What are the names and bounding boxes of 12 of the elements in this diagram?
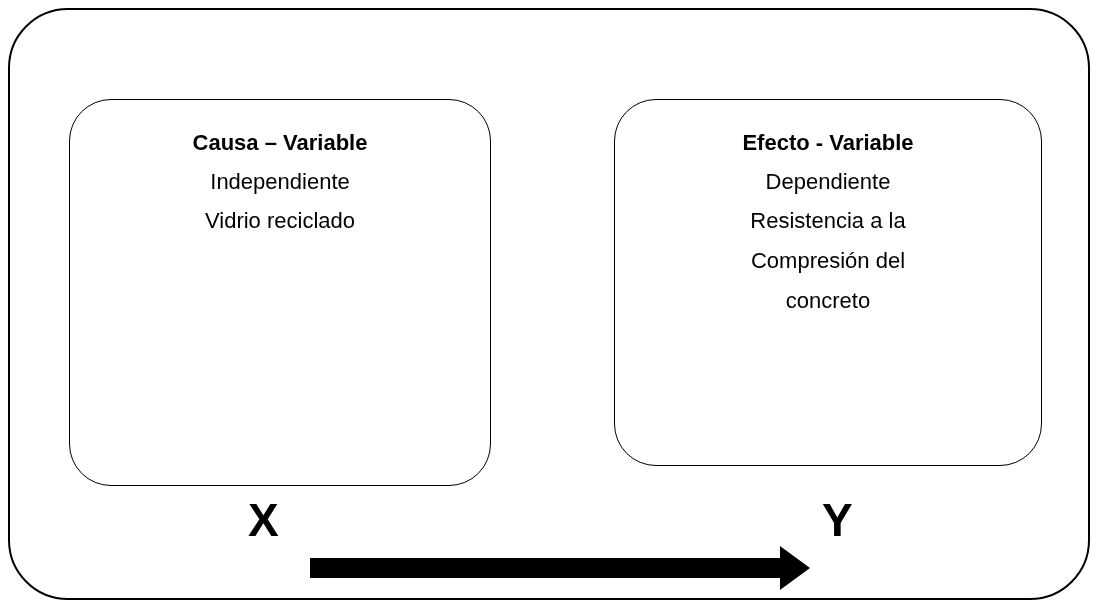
variable-box: [614, 99, 1042, 466]
box-text: Independiente: [210, 168, 350, 196]
box-heading: Causa – Variable: [192, 129, 368, 157]
box-text: Resistencia a la Compresión del concreto: [749, 207, 907, 315]
box-text: Dependiente: [765, 168, 891, 196]
arrow: [310, 546, 810, 590]
variable-letter: X: [248, 497, 279, 543]
box-heading: Efecto - Variable: [742, 129, 914, 157]
variable-letter: Y: [822, 497, 853, 543]
box-text: Vidrio reciclado: [205, 207, 355, 235]
outer-frame: [8, 8, 1090, 600]
variable-box: [69, 99, 491, 486]
